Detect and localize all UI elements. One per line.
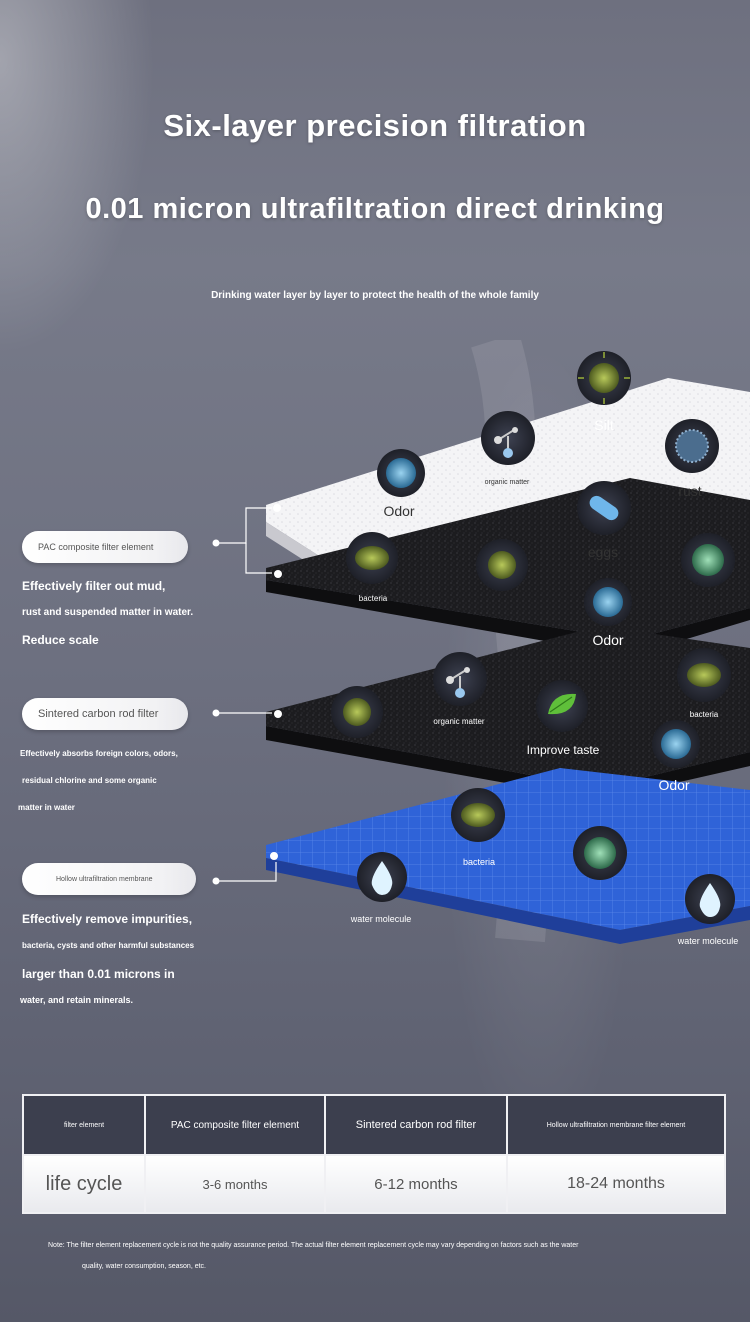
- water-drop-icon-1: [357, 852, 407, 902]
- desc-membrane-line-2: bacteria, cysts and other harmful substa…: [22, 941, 195, 950]
- label-rust: rust: [678, 483, 702, 499]
- bacteria-icon-2: [677, 648, 731, 702]
- filter-layers-illustration: [212, 340, 750, 944]
- odor-icon-3: [652, 720, 700, 768]
- page-title: Six-layer precision filtration: [163, 108, 587, 143]
- desc-pac-line-2: rust and suspended matter in water.: [22, 607, 194, 618]
- label-organic-matter-2: organic matter: [433, 717, 485, 726]
- desc-membrane-line-4: water, and retain minerals.: [20, 995, 134, 1005]
- label-water-molecule-2: water molecule: [677, 936, 739, 946]
- organic-matter-icon-2: [433, 652, 487, 706]
- table-row: life cycle 3-6 months 6-12 months 18-24 …: [22, 1154, 726, 1214]
- label-eggs: eggs: [587, 544, 619, 560]
- table-header-cell: Hollow ultrafiltration membrane filter e…: [506, 1094, 726, 1156]
- desc-pac-line-3: Reduce scale: [22, 633, 99, 647]
- organic-matter-icon: [481, 411, 535, 465]
- label-odor-3: Odor: [658, 777, 690, 793]
- bacteria-icon-3: [451, 788, 505, 842]
- desc-pac-line-1: Effectively filter out mud,: [22, 579, 166, 593]
- table-cell: 18-24 months: [506, 1154, 726, 1214]
- pill-pac-filter: PAC composite filter element: [22, 531, 188, 563]
- label-organic-matter-1: organic matter: [484, 479, 530, 486]
- microbe-icon-2: [331, 686, 383, 738]
- label-odor-2: Odor: [592, 632, 624, 648]
- water-drop-icon-2: [685, 874, 735, 924]
- desc-membrane-line-1: Effectively remove impurities,: [22, 912, 193, 926]
- page-subtitle: 0.01 micron ultrafiltration direct drink…: [85, 193, 665, 225]
- tagline: Drinking water layer by layer to protect…: [211, 290, 539, 301]
- desc-carbon-line-3: matter in water: [18, 803, 75, 812]
- eggs-icon: [577, 481, 631, 535]
- label-bacteria-3: bacteria: [462, 857, 496, 867]
- layer-blue: [266, 768, 750, 944]
- label-silt: Silt: [594, 417, 614, 433]
- table-cell: life cycle: [22, 1154, 146, 1214]
- residual-chlorine-icon-2: [573, 826, 627, 880]
- rust-icon: [665, 419, 719, 473]
- table-header-row: filter element PAC composite filter elem…: [22, 1094, 726, 1156]
- desc-membrane-line-3: larger than 0.01 microns in: [22, 967, 175, 981]
- microbe-icon-1: [476, 539, 528, 591]
- table-cell: 3-6 months: [144, 1154, 326, 1214]
- silt-icon: [577, 351, 631, 405]
- pill-hollow-membrane: Hollow ultrafiltration membrane: [22, 863, 196, 895]
- label-bacteria-2: bacteria: [689, 710, 719, 719]
- odor-icon-2: [584, 578, 632, 626]
- residual-chlorine-icon-1: [681, 533, 735, 587]
- note-line-1: Note: The filter element replacement cyc…: [48, 1242, 579, 1249]
- label-improve-taste: Improve taste: [526, 743, 600, 757]
- label-odor-1: Odor: [383, 503, 415, 519]
- life-cycle-table: filter element PAC composite filter elem…: [22, 1094, 726, 1214]
- connector-lines: [216, 507, 277, 882]
- label-bacteria-1: bacteria: [358, 594, 388, 603]
- table-cell: 6-12 months: [324, 1154, 508, 1214]
- table-header-cell: filter element: [22, 1094, 146, 1156]
- table-header-cell: PAC composite filter element: [144, 1094, 326, 1156]
- label-water-molecule-1: water molecule: [350, 914, 412, 924]
- odor-icon-1: [377, 449, 425, 497]
- bacteria-icon-1: [346, 532, 398, 584]
- leaf-icon: [536, 680, 588, 732]
- desc-carbon-line-2: residual chlorine and some organic: [22, 776, 157, 785]
- table-header-cell: Sintered carbon rod filter: [324, 1094, 508, 1156]
- pill-carbon-rod: Sintered carbon rod filter: [22, 698, 188, 730]
- note-line-2: quality, water consumption, season, etc.: [82, 1263, 206, 1270]
- desc-carbon-line-1: Effectively absorbs foreign colors, odor…: [20, 749, 178, 758]
